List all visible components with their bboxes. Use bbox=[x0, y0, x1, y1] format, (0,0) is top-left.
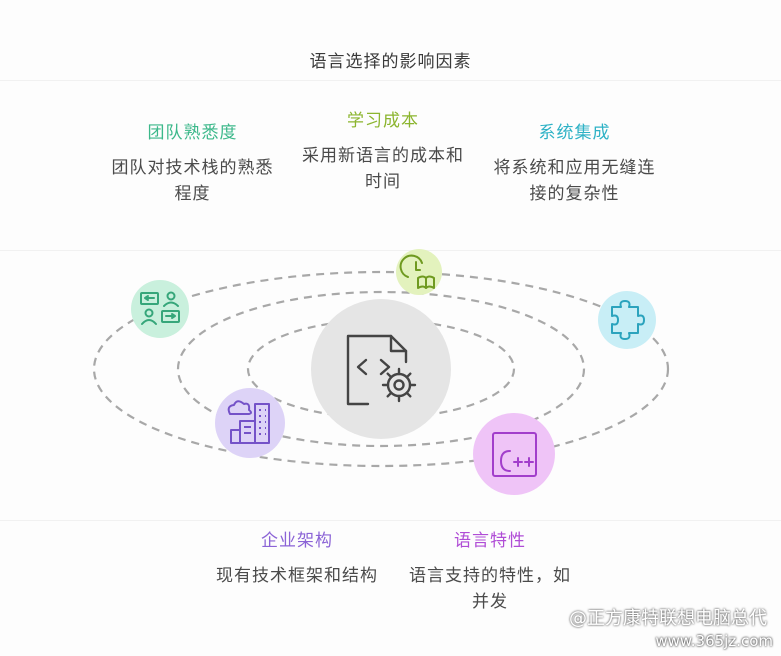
code-file-gear-icon bbox=[346, 334, 417, 406]
center-node bbox=[311, 299, 451, 439]
factor-system-integration: 系统集成 将系统和应用无缝连接的复杂性 bbox=[492, 118, 657, 207]
factor-desc: 现有技术框架和结构 bbox=[216, 566, 378, 586]
language-features-node bbox=[473, 413, 555, 495]
factor-desc: 将系统和应用无缝连接的复杂性 bbox=[493, 158, 656, 204]
factor-team-familiarity: 团队熟悉度 团队对技术栈的熟悉程度 bbox=[110, 118, 275, 207]
learning-cost-node bbox=[396, 249, 442, 295]
factor-title: 语言特性 bbox=[454, 531, 526, 551]
diagram-title: 语言选择的影响因素 bbox=[309, 52, 472, 72]
factor-desc: 语言支持的特性，如并发 bbox=[409, 566, 571, 612]
factor-title: 学习成本 bbox=[347, 111, 419, 131]
buildings-icon bbox=[227, 400, 270, 444]
factor-title: 团队熟悉度 bbox=[147, 123, 238, 143]
outer-orbit bbox=[92, 270, 670, 468]
factor-desc: 团队对技术栈的熟悉程度 bbox=[111, 158, 274, 204]
team-familiarity-node bbox=[131, 280, 189, 338]
puzzle-icon bbox=[611, 300, 645, 340]
factor-title: 系统集成 bbox=[538, 123, 611, 143]
watermark-text: @正方康特联想电脑总代 bbox=[569, 608, 767, 629]
factor-enterprise-architecture: 企业架构 现有技术框架和结构 bbox=[212, 526, 382, 589]
system-integration-node bbox=[598, 291, 656, 349]
enterprise-architecture-node bbox=[215, 388, 285, 458]
factor-title: 企业架构 bbox=[261, 531, 333, 551]
factor-desc: 采用新语言的成本和时间 bbox=[302, 146, 464, 192]
cpp-icon bbox=[492, 432, 537, 477]
clock-book-icon bbox=[399, 254, 435, 289]
team-chat-icon bbox=[140, 291, 180, 325]
factor-learning-cost: 学习成本 采用新语言的成本和时间 bbox=[298, 106, 468, 195]
watermark-url: www.365jz.com bbox=[655, 632, 773, 650]
middle-orbit bbox=[176, 290, 586, 448]
factor-language-features: 语言特性 语言支持的特性，如并发 bbox=[405, 526, 575, 615]
